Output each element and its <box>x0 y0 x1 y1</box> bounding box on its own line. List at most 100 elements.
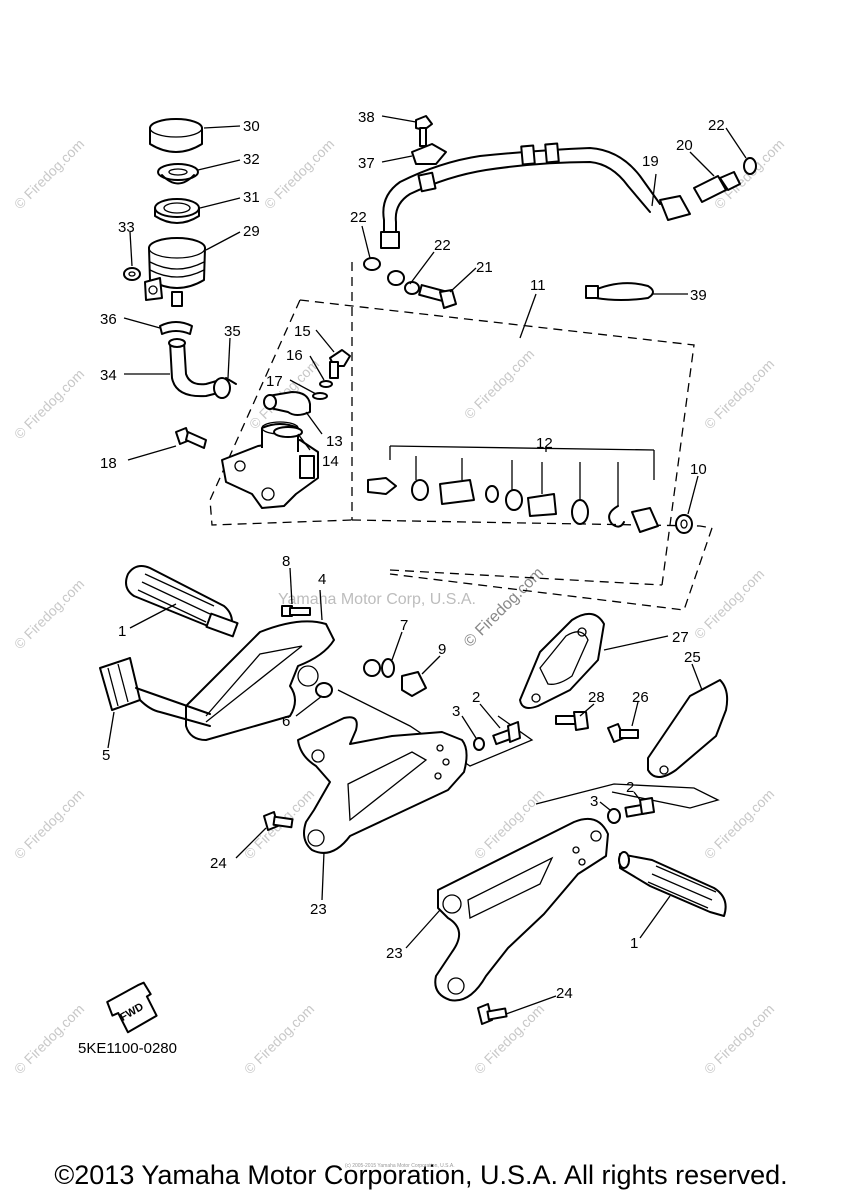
watermark: © Firedog.com <box>261 136 337 212</box>
callout-23b: 23 <box>386 945 403 962</box>
washer-3b <box>607 808 621 824</box>
callout-1b: 1 <box>630 935 638 952</box>
watermark: © Firedog.com <box>701 356 777 432</box>
callout-22b: 22 <box>708 117 725 134</box>
callout-23a: 23 <box>310 901 327 918</box>
bolt-28 <box>555 711 589 731</box>
reservoir-hose <box>168 338 223 398</box>
callout-24b: 24 <box>556 985 573 1002</box>
callout-8: 8 <box>282 553 290 570</box>
callout-2b: 2 <box>626 779 634 796</box>
watermark: © Firedog.com <box>241 1001 317 1077</box>
watermark: © Firedog.com <box>11 786 87 862</box>
bolt-2b <box>624 797 655 818</box>
callout-27: 27 <box>672 629 689 646</box>
callout-9: 9 <box>438 641 446 658</box>
reservoir-diaphragm-plate <box>157 163 199 185</box>
union-bolt-21 <box>418 284 457 309</box>
heel-guard-27 <box>519 613 605 709</box>
callout-37: 37 <box>358 155 375 172</box>
callout-18: 18 <box>100 455 117 472</box>
diagram-code: 5KE1100-0280 <box>78 1040 177 1057</box>
callout-1a: 1 <box>118 623 126 640</box>
callout-19: 19 <box>642 153 659 170</box>
callout-38: 38 <box>358 109 375 126</box>
fwd-arrow-icon: FWD <box>106 981 158 1034</box>
o-ring-17 <box>312 392 328 400</box>
right-bracket-outline <box>535 783 720 809</box>
master-cylinder-union-bolt <box>329 349 351 379</box>
shift-arm-4 <box>185 620 335 741</box>
pivot-bolt-18 <box>175 427 207 449</box>
callout-26: 26 <box>632 689 649 706</box>
washer-3a <box>473 737 485 751</box>
reservoir-nut <box>123 267 141 281</box>
callout-21: 21 <box>476 259 493 276</box>
callout-15: 15 <box>294 323 311 340</box>
callout-7: 7 <box>400 617 408 634</box>
callout-14: 14 <box>322 453 339 470</box>
callout-20: 20 <box>676 137 693 154</box>
leader-lines <box>107 115 747 1015</box>
washer-6 <box>315 682 333 698</box>
bolt-2a <box>492 721 521 746</box>
callout-17: 17 <box>266 373 283 390</box>
callout-28: 28 <box>588 689 605 706</box>
callout-10: 10 <box>690 461 707 478</box>
callout-16: 16 <box>286 347 303 364</box>
callout-2a: 2 <box>472 689 480 706</box>
callout-25: 25 <box>684 649 701 666</box>
watermark: © Firedog.com <box>701 1001 777 1077</box>
washer-16 <box>319 380 333 388</box>
callout-30: 30 <box>243 118 260 135</box>
master-cylinder-group-outline <box>209 262 713 611</box>
callout-22c: 22 <box>434 237 451 254</box>
watermark: © Firedog.com <box>691 566 767 642</box>
washer-22a <box>363 257 381 271</box>
callout-35: 35 <box>224 323 241 340</box>
callout-36: 36 <box>100 311 117 328</box>
watermark: © Firedog.com <box>11 366 87 442</box>
tiny-credit: (c) 2005-2015 Yamaha Motor Corporation, … <box>345 1163 455 1169</box>
callout-29: 29 <box>243 223 260 240</box>
callout-22a: 22 <box>350 209 367 226</box>
shift-pedal-5 <box>99 657 211 727</box>
bolt-24a <box>263 811 294 831</box>
hose-clamp-37 <box>411 143 447 165</box>
callouts: 30 32 31 29 33 36 35 34 15 16 17 13 14 1… <box>100 109 725 1002</box>
copyright-notice: ©2013 Yamaha Motor Corporation, U.S.A. A… <box>54 1160 788 1190</box>
callout-12: 12 <box>536 435 553 452</box>
o-ring-14 <box>273 426 303 438</box>
nut-9 <box>401 671 427 697</box>
callout-31: 31 <box>243 189 260 206</box>
bolt-26 <box>607 723 639 743</box>
master-cylinder-body <box>221 421 319 509</box>
watermark: © Firedog.com <box>461 346 537 422</box>
brake-hose <box>380 142 691 249</box>
callout-32: 32 <box>243 151 260 168</box>
heel-guard-25 <box>647 679 729 778</box>
callout-3a: 3 <box>452 703 460 720</box>
hose-joint-13 <box>263 391 311 416</box>
hose-clip-upper <box>159 321 193 335</box>
watermark: © Firedog.com <box>11 576 87 652</box>
callout-13: 13 <box>326 433 343 450</box>
callout-24a: 24 <box>210 855 227 872</box>
hose-fitting-20 <box>693 171 741 203</box>
footpeg-right <box>618 851 727 917</box>
piston-kit <box>367 445 659 533</box>
washer-22c <box>404 281 420 295</box>
bolt-8 <box>281 605 311 617</box>
hose-clip-lower <box>213 377 237 399</box>
callout-4: 4 <box>318 571 326 588</box>
footpeg-left <box>125 565 239 638</box>
nut-10 <box>675 514 693 534</box>
reservoir-cap <box>149 118 203 153</box>
watermark: © Firedog.com <box>11 1001 87 1077</box>
watermark: © Firedog.com <box>11 136 87 212</box>
callout-34: 34 <box>100 367 117 384</box>
watermark-corp: Yamaha Motor Corp, U.S.A. <box>278 591 476 608</box>
callout-39: 39 <box>690 287 707 304</box>
callout-3b: 3 <box>590 793 598 810</box>
